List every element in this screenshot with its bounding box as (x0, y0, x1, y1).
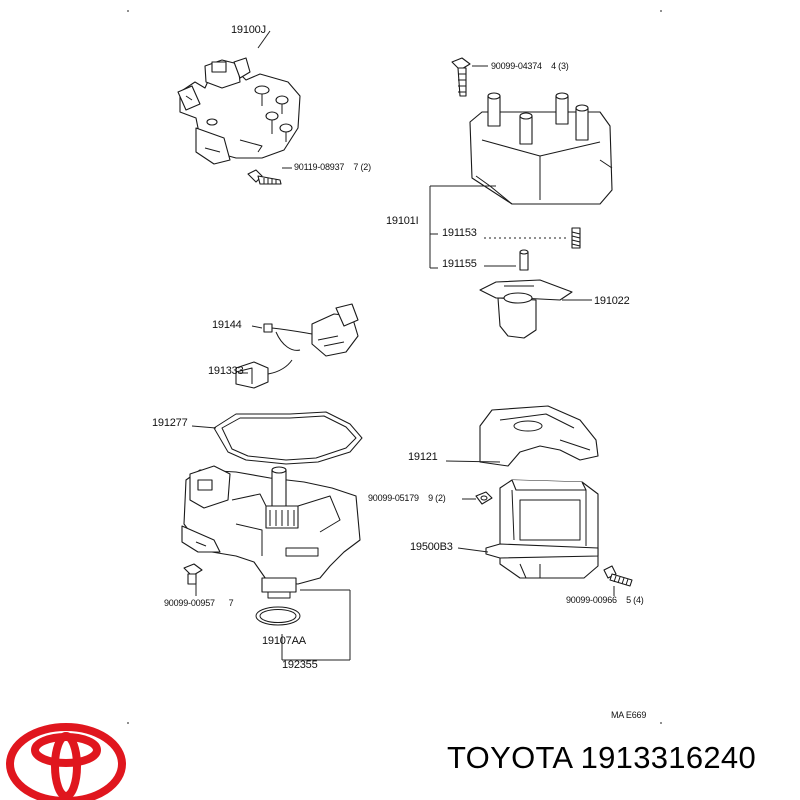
label-90099-04374: 90099-04374 4 (3) (491, 61, 569, 71)
rotor-drawing (479, 279, 573, 339)
label-19235: 192355 (282, 659, 318, 671)
screw-90099-04374-drawing (451, 57, 471, 97)
label-19115-a: 191153 (442, 227, 477, 239)
label-19144: 19144 (212, 319, 242, 331)
label-90119-08937: 90119-08937 7 (2) (294, 162, 371, 172)
drawing-code: MA E669 (611, 710, 647, 720)
coil-drawing (235, 359, 293, 389)
label-19500B: 19500B3 (410, 541, 453, 553)
leader-lines (191, 30, 615, 661)
distributor-cap-drawing (469, 92, 613, 205)
label-19100: 19100J (231, 24, 266, 36)
carbon-spring-drawing (519, 227, 581, 271)
distributor-housing-drawing (181, 465, 361, 599)
gasket-drawing (213, 411, 363, 465)
label-19102: 191022 (594, 295, 630, 307)
igniter-drawing (485, 479, 599, 579)
label-19107A: 19107AA (262, 635, 306, 647)
bolt-90119-08937-drawing (247, 169, 282, 185)
label-19115-b: 191155 (442, 258, 477, 270)
brand-caption: TOYOTA 1913316240 (447, 740, 756, 775)
label-90099-05179: 90099-05179 9 (2) (368, 493, 446, 503)
label-90099-00957: 90099-00957 7 (164, 598, 234, 608)
label-19133: 191333 (208, 365, 244, 377)
screw-90099-05179-drawing (475, 491, 493, 505)
label-90099-00966: 90099-00966 5 (4) (566, 595, 644, 605)
distributor-assembly-drawing (177, 57, 301, 165)
toyota-logo (6, 723, 126, 800)
label-19127: 191277 (152, 417, 188, 429)
bolt-90099-00957-drawing (183, 563, 203, 585)
corner-marks (127, 10, 662, 724)
screw-90099-00966-drawing (603, 565, 633, 587)
cover-drawing (479, 405, 599, 467)
label-19121: 19121 (408, 451, 438, 463)
harness-drawing (263, 303, 359, 357)
label-19101: 19101I (386, 215, 419, 227)
o-ring-drawing (255, 606, 301, 626)
